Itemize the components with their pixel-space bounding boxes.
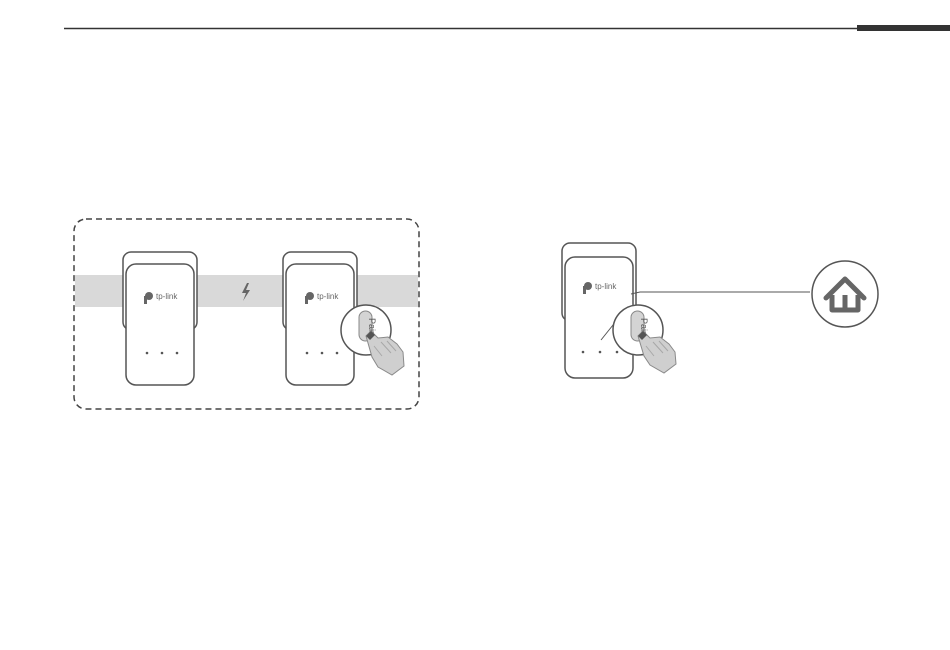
powerline-adapter-3: tp-link Pair [562, 243, 676, 378]
left-pairing-panel: tp-link tp-link [74, 219, 419, 409]
home-icon [812, 261, 878, 327]
adapter-body [126, 264, 194, 385]
powerline-adapter-1: tp-link [123, 252, 197, 385]
pointing-hand-icon [366, 331, 404, 375]
right-pairing-panel: tp-link Pair [562, 243, 878, 378]
connection-line [631, 292, 810, 294]
header-tab-marker [857, 25, 950, 31]
brand-label: tp-link [317, 292, 339, 301]
powerline-adapter-2: tp-link Pair [283, 252, 404, 385]
brand-label: tp-link [156, 292, 178, 301]
brand-label: tp-link [595, 282, 617, 291]
pointing-hand-icon [638, 331, 676, 373]
